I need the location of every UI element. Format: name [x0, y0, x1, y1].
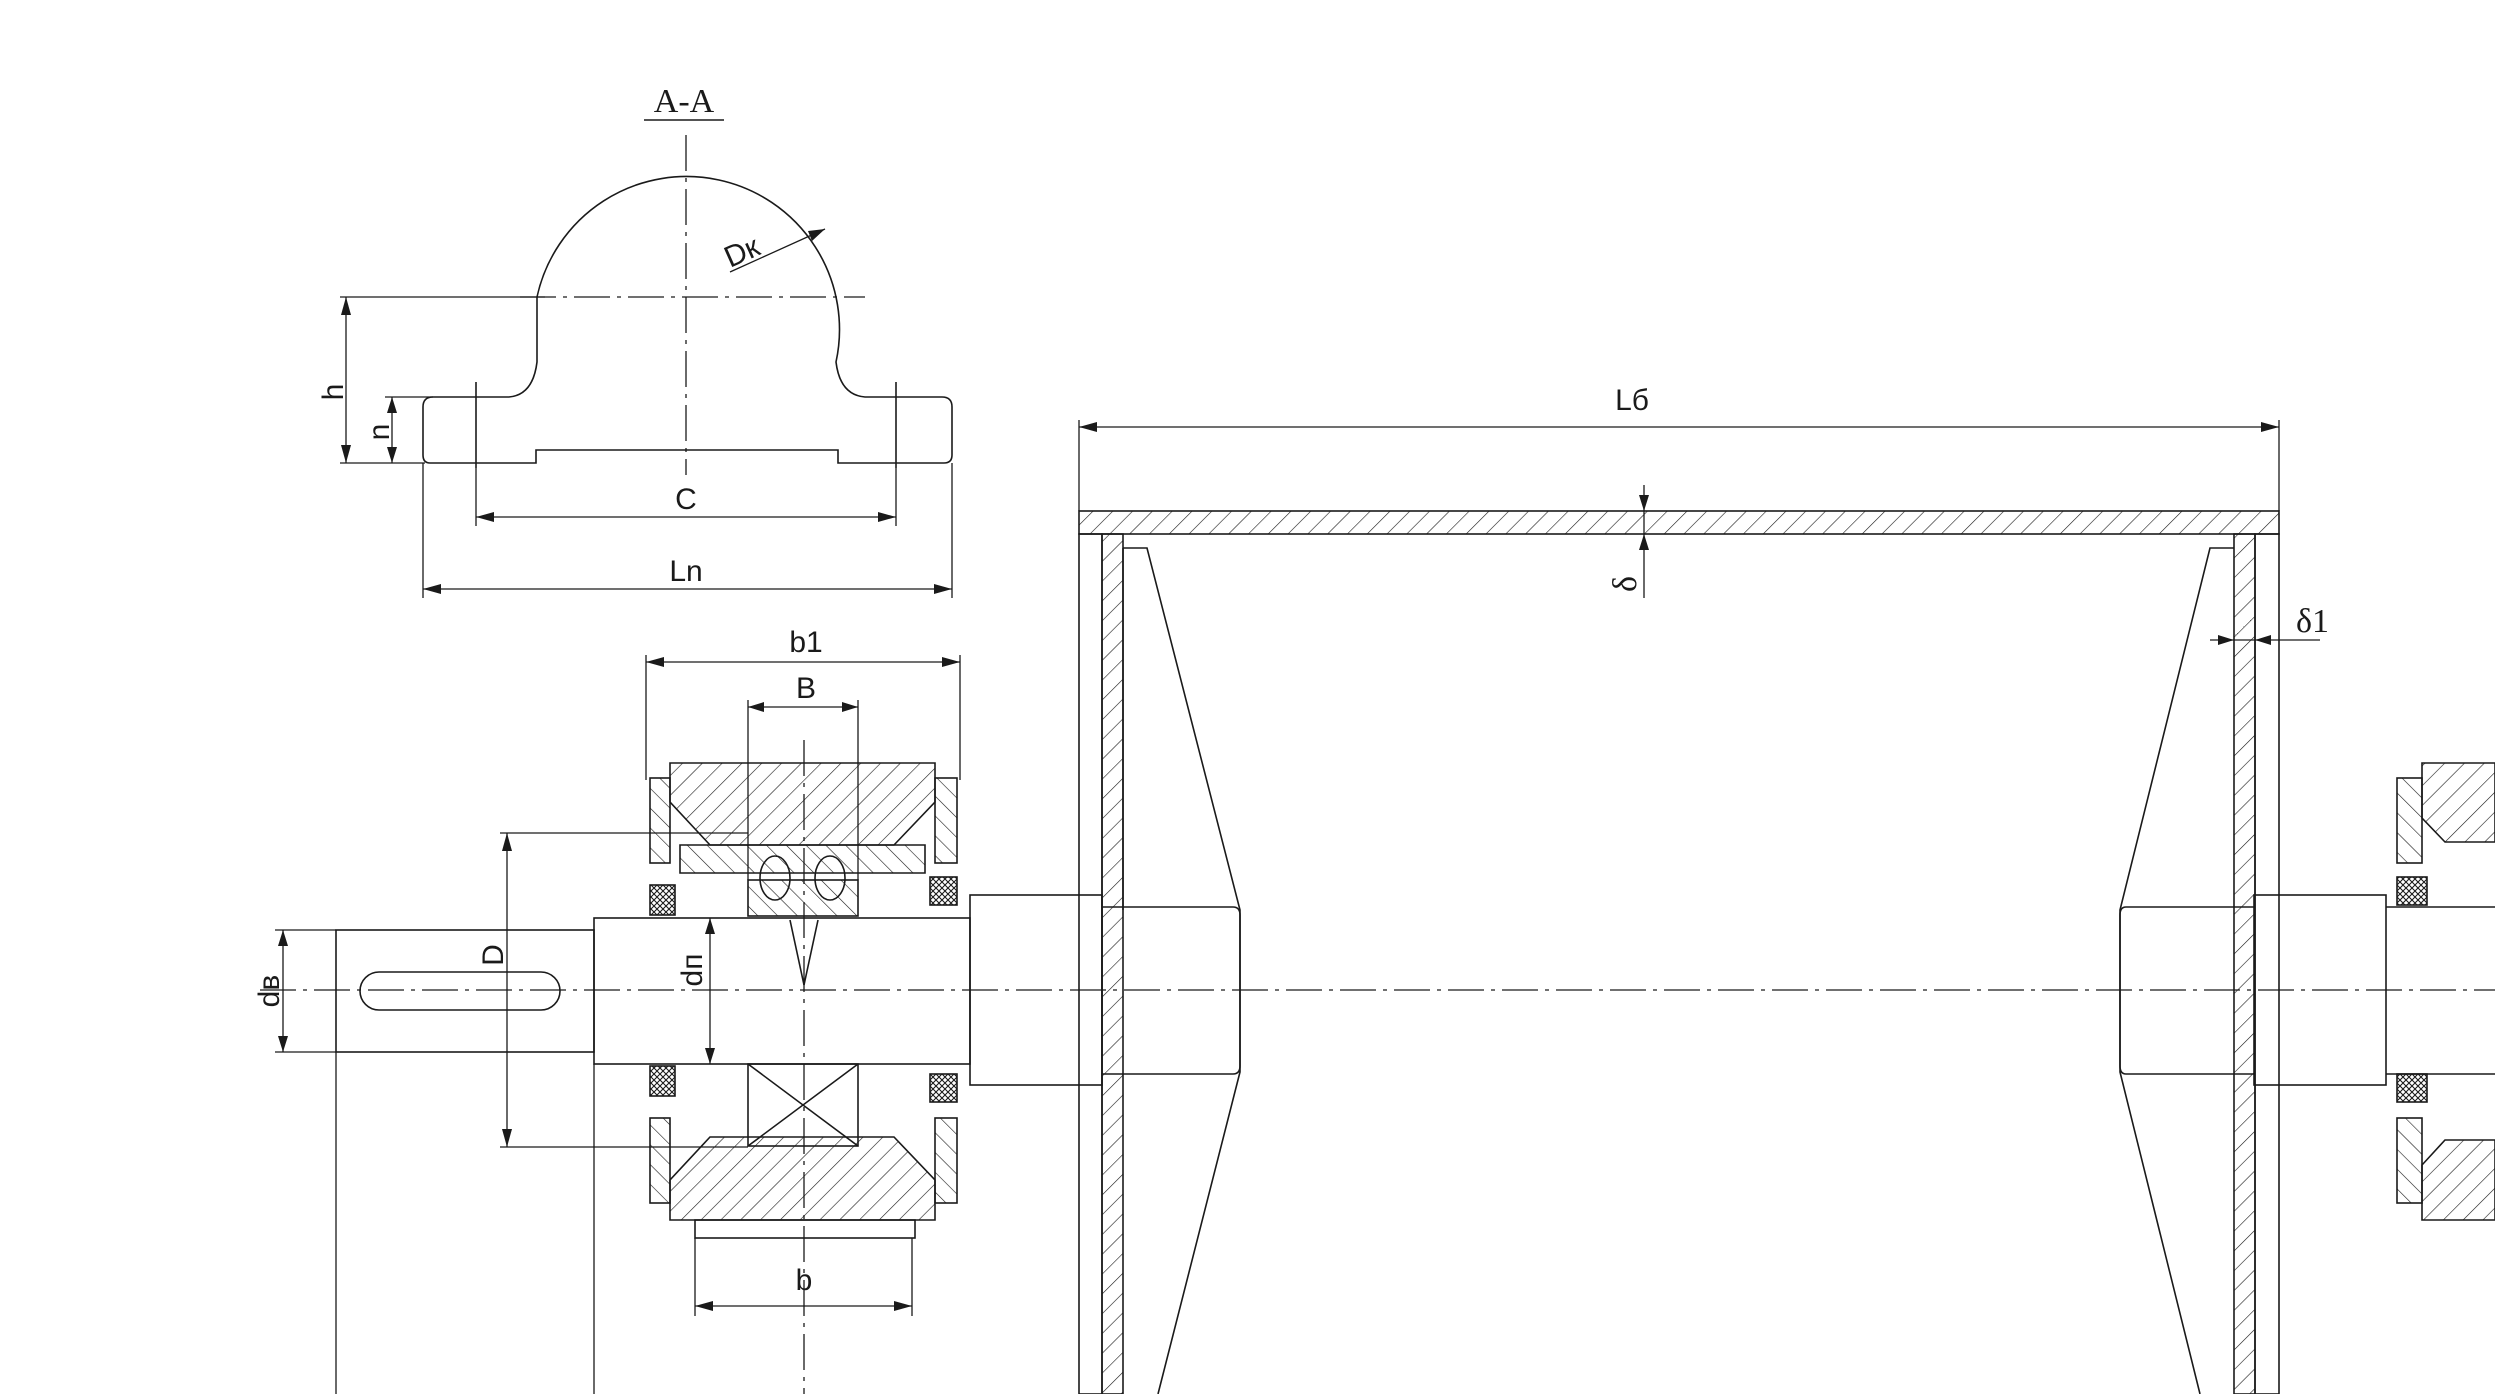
right-web-plate	[2119, 547, 2234, 1394]
dk-leader	[729, 228, 826, 273]
delta1-arrow-right	[2255, 635, 2271, 645]
cover-right-lower	[934, 1117, 958, 1204]
lb-arrow-right	[2261, 422, 2279, 432]
section-title: A-A	[654, 83, 715, 120]
shaft-end	[335, 929, 595, 1053]
right-seal-upper	[2396, 876, 2428, 906]
housing-lower	[669, 1136, 936, 1221]
d-arrow-top	[502, 833, 512, 851]
section-a-a-view: A-A Dк h n C	[317, 83, 953, 598]
delta-arrow-bottom	[1639, 534, 1649, 550]
delta1-label: δ1	[2296, 603, 2329, 640]
housing-outline	[422, 175, 953, 464]
bearing-contact-line-2	[803, 919, 819, 986]
housing-base	[694, 1219, 916, 1239]
seal-left-upper	[649, 884, 676, 916]
seal-right-upper	[929, 876, 958, 906]
h-label: h	[317, 384, 350, 401]
bb-label: B	[796, 672, 816, 705]
shaft-journal	[593, 917, 971, 1065]
c-label: C	[675, 483, 697, 516]
keyway	[359, 971, 561, 1011]
cover-left-lower	[649, 1117, 671, 1204]
d-label: D	[477, 944, 510, 966]
n-arrow-bottom	[387, 447, 397, 463]
bearing-contact-line-1	[789, 919, 805, 986]
d-arrow-bottom	[502, 1129, 512, 1147]
delta-label: δ	[1607, 576, 1644, 592]
dv-label: dв	[253, 975, 286, 1008]
c-arrow-left	[476, 512, 494, 522]
b1-arrow-right	[942, 657, 960, 667]
right-seal-lower	[2396, 1073, 2428, 1103]
b-arrow-right	[894, 1301, 912, 1311]
delta1-arrow-left	[2218, 635, 2234, 645]
dv-arrow-bottom	[278, 1036, 288, 1052]
right-housing-upper	[2421, 762, 2495, 843]
dp-arrow-top	[705, 918, 715, 934]
bearing-lower	[747, 1063, 859, 1147]
roller-2	[814, 855, 846, 901]
drum-shell	[1078, 510, 2280, 535]
seal-left-lower	[649, 1065, 676, 1097]
right-housing-lower	[2421, 1139, 2495, 1221]
bearing-lower-diag2	[747, 1063, 859, 1147]
right-bearing-assembly	[2396, 762, 2495, 1221]
left-web-plate	[1123, 547, 1241, 1394]
roller-1	[759, 855, 791, 901]
ln-label: Ln	[669, 555, 702, 588]
b1-arrow-left	[646, 657, 664, 667]
n-arrow-top	[387, 397, 397, 413]
dk-label: Dк	[719, 230, 765, 275]
b-arrow-left	[695, 1301, 713, 1311]
lb-label: Lб	[1615, 384, 1649, 417]
dk-arrow	[808, 229, 825, 241]
b1-label: b1	[789, 626, 822, 659]
left-bearing-assembly: b1 B b D dп dв	[253, 626, 2495, 1394]
seal-right-lower	[929, 1073, 958, 1103]
bb-arrow-right	[842, 702, 858, 712]
h-arrow-top	[341, 297, 351, 315]
lb-arrow-left	[1079, 422, 1097, 432]
n-label: n	[363, 424, 396, 441]
dv-arrow-top	[278, 930, 288, 946]
ln-arrow-right	[934, 584, 952, 594]
bb-arrow-left	[748, 702, 764, 712]
h-arrow-bottom	[341, 445, 351, 463]
dp-label: dп	[676, 954, 709, 987]
outer-ring-upper	[679, 844, 926, 874]
dp-arrow-bottom	[705, 1048, 715, 1064]
drum-view: Lб δ δ1	[969, 384, 2495, 1394]
b-label: b	[796, 1264, 813, 1297]
right-cover-lower	[2396, 1117, 2423, 1204]
c-arrow-right	[878, 512, 896, 522]
bearing-inner-ring-upper	[747, 879, 859, 917]
right-end-wall-outer	[2254, 533, 2280, 1394]
right-end-wall	[2233, 533, 2256, 1394]
cover-right-upper	[934, 777, 958, 864]
right-cover-upper	[2396, 777, 2423, 864]
ln-arrow-left	[423, 584, 441, 594]
delta-arrow-top	[1639, 495, 1649, 511]
cover-left-upper	[649, 777, 671, 864]
left-end-wall	[1101, 533, 1124, 1394]
left-end-wall-outer	[1078, 533, 1103, 1394]
